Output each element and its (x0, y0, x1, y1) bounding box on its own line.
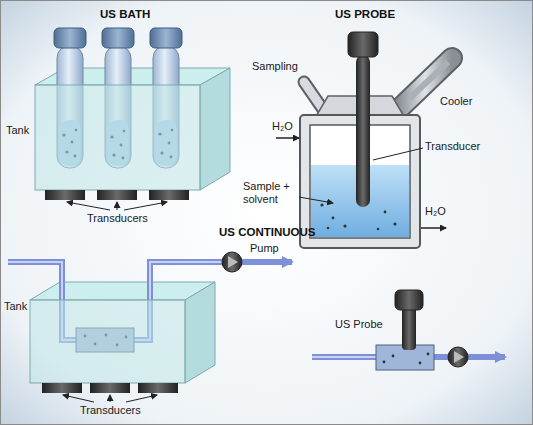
label-holder: Tank (6, 124, 29, 137)
label-holder: Cooler (440, 95, 472, 108)
part-label: Sampling (252, 60, 298, 73)
part-label: Tank (4, 300, 27, 313)
label-holder: Transducer (425, 140, 480, 153)
part-label: Tank (6, 124, 29, 137)
label-holder: US PROBE (335, 8, 395, 21)
part-label: Transducer (425, 140, 480, 153)
part-label: Transducers (87, 212, 148, 225)
label-holder: US Probe (335, 318, 383, 331)
part-label: Cooler (440, 95, 472, 108)
label-holder: Transducers (80, 404, 141, 417)
part-label: Pump (250, 242, 279, 255)
part-label: US Probe (335, 318, 383, 331)
label-holder: US BATH (100, 8, 150, 21)
part-label: Transducers (80, 404, 141, 417)
section-title: US BATH (100, 8, 150, 21)
section-title: US CONTINUOUS (219, 226, 315, 239)
label-holder: Transducers (87, 212, 148, 225)
label-holder: Tank (4, 300, 27, 313)
label-holder: US CONTINUOUS (219, 226, 315, 239)
label-holder: H₂O (425, 205, 446, 218)
label-holder: Sample + solvent (243, 180, 295, 206)
flow-label: H₂O (272, 120, 293, 133)
label-holder: Sampling (252, 60, 298, 73)
section-title: US PROBE (335, 8, 395, 21)
part-label: Sample + solvent (243, 180, 295, 206)
label-holder: H₂O (272, 120, 293, 133)
flow-label: H₂O (425, 205, 446, 218)
label-holder: Pump (250, 242, 279, 255)
